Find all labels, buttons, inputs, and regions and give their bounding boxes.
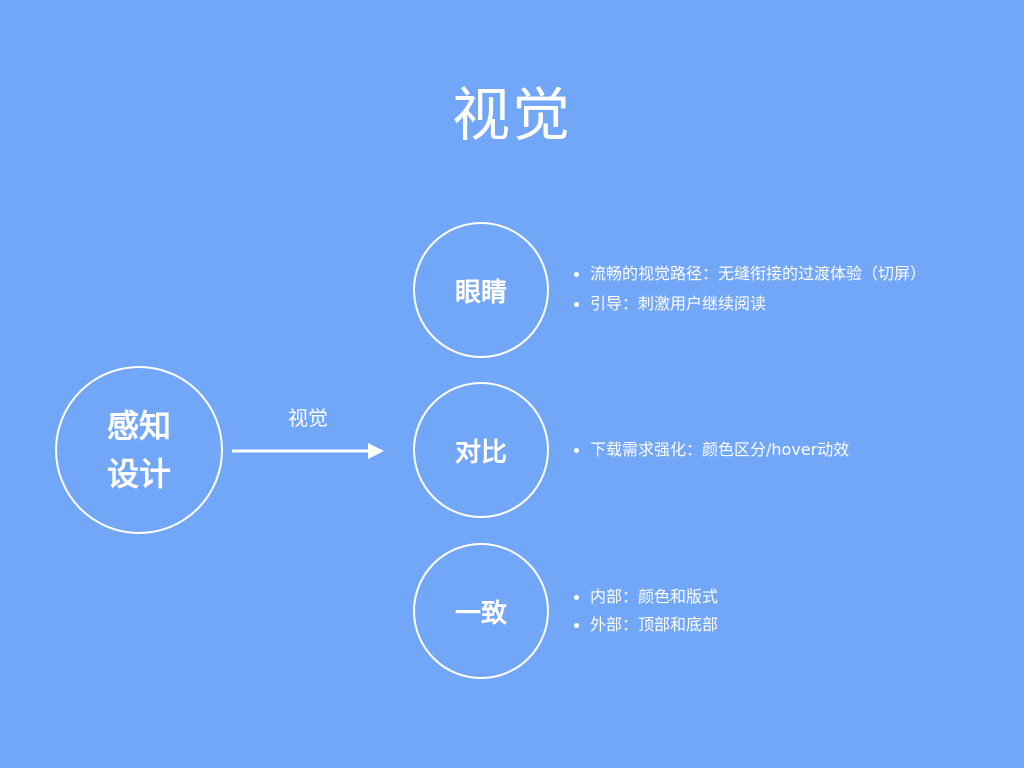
branch-node-consistency: 一致: [413, 543, 549, 679]
branch-node-contrast: 对比: [413, 382, 549, 518]
bullet-item: 下载需求强化：颜色区分/hover动效: [572, 437, 849, 463]
arrow-right-icon: [232, 443, 384, 459]
main-node-circle: 感知 设计: [55, 366, 223, 534]
arrow-head: [368, 443, 384, 459]
bullet-item: 内部：颜色和版式: [572, 584, 718, 610]
edge-label: 视觉: [288, 406, 328, 430]
bullet-list-contrast: 下载需求强化：颜色区分/hover动效: [572, 437, 849, 467]
main-node-line1: 感知: [106, 407, 171, 445]
bullet-item: 引导：刺激用户继续阅读: [572, 291, 926, 317]
slide-title: 视觉: [451, 81, 572, 149]
bullet-item: 外部：顶部和底部: [572, 612, 718, 638]
bullet-item: 流畅的视觉路径：无缝衔接的过渡体验（切屏）: [572, 261, 926, 287]
main-node-line2: 设计: [106, 455, 171, 493]
bullet-list-consistency: 内部：颜色和版式 外部：顶部和底部: [572, 584, 718, 640]
branch-node-eyes: 眼睛: [413, 222, 549, 358]
bullet-list-eyes: 流畅的视觉路径：无缝衔接的过渡体验（切屏） 引导：刺激用户继续阅读: [572, 261, 926, 321]
